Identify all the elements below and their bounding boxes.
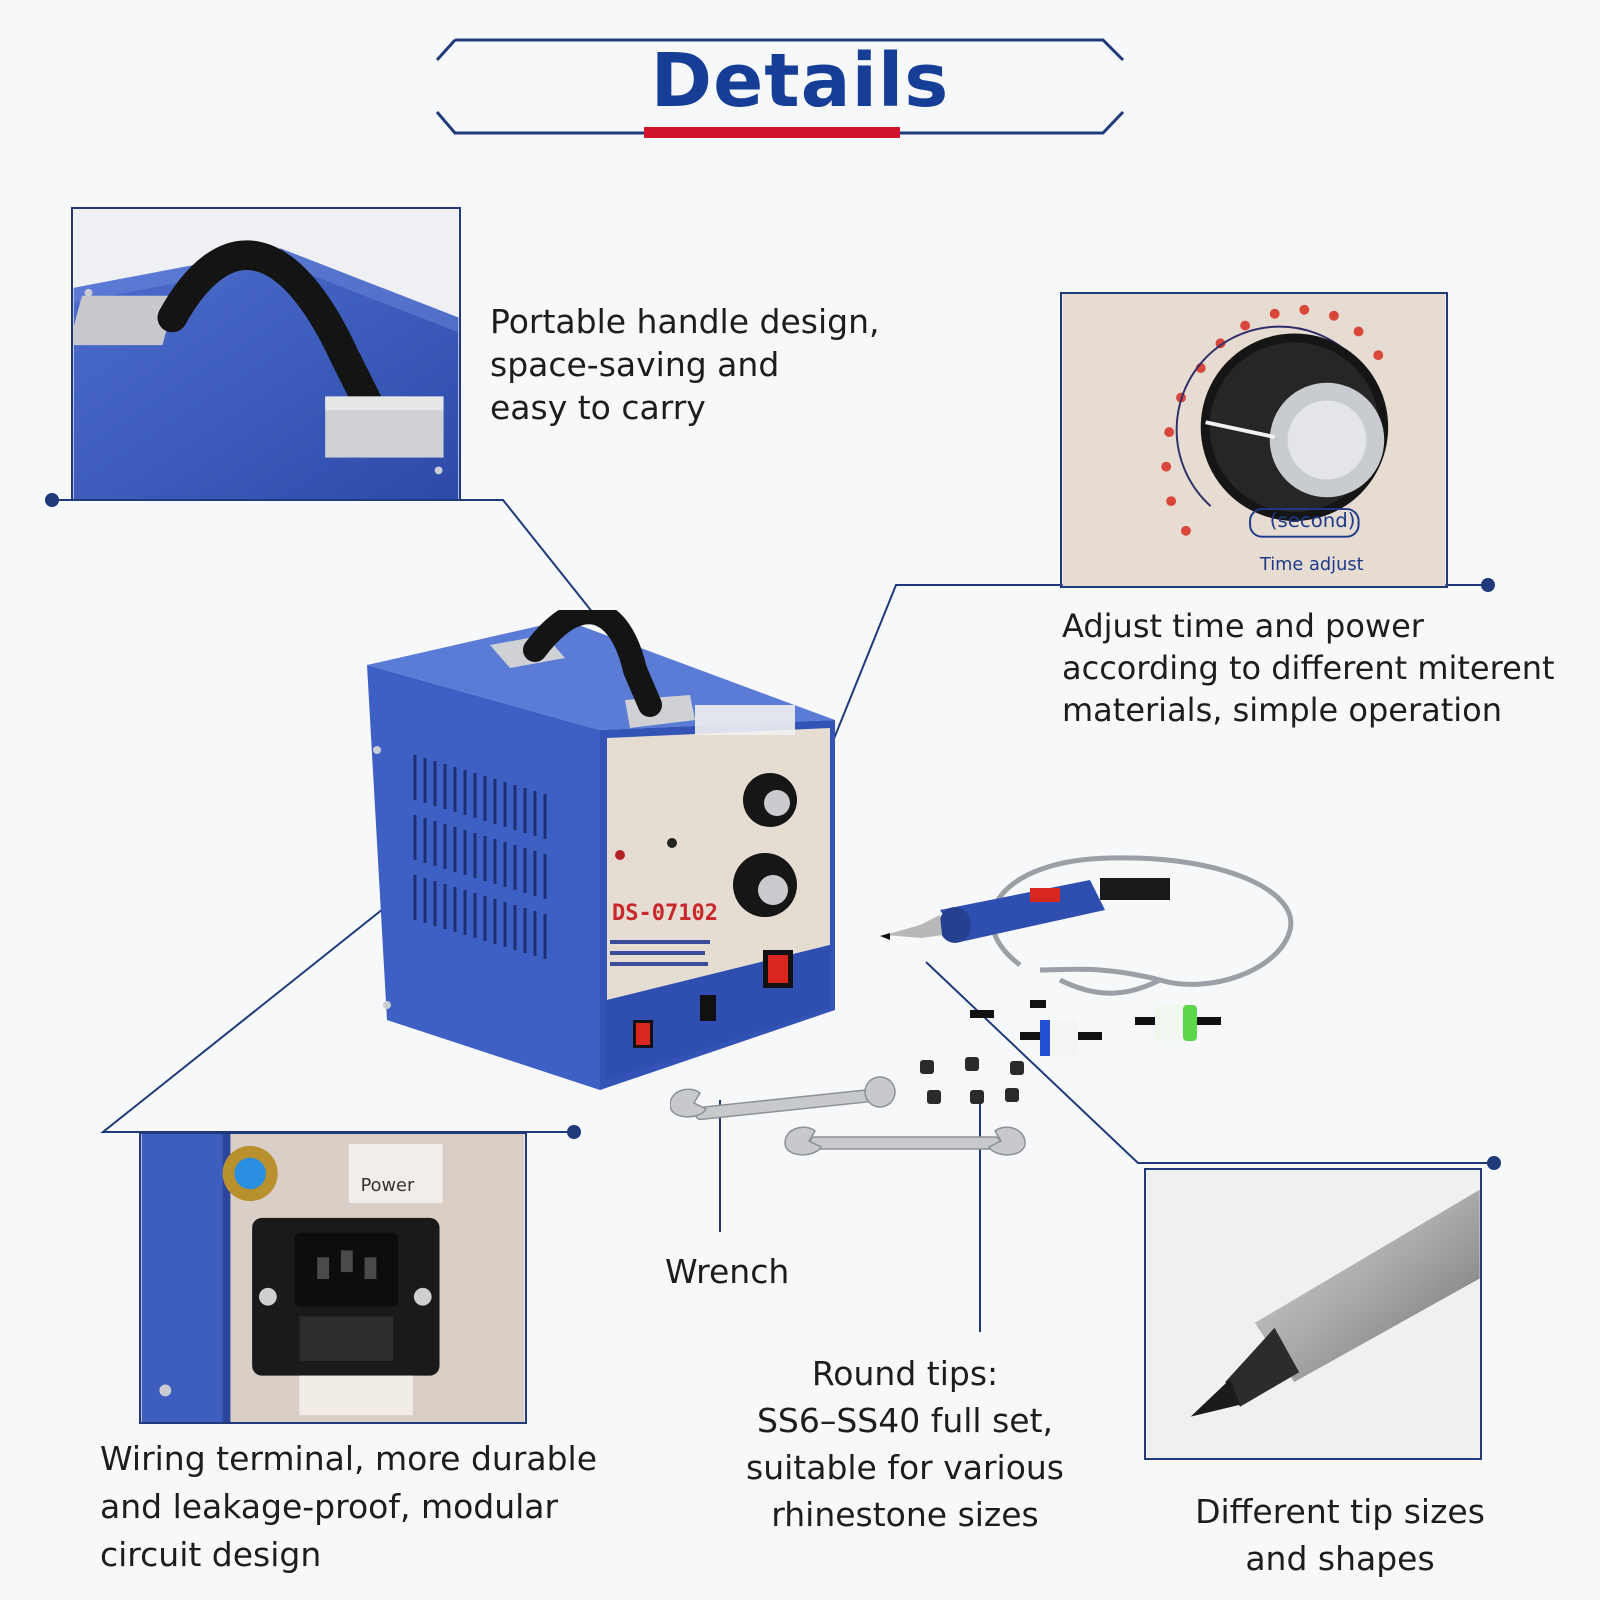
wiring-terminal-closeup-photo: Power: [139, 1132, 527, 1424]
page-title: Details: [650, 38, 950, 124]
handle-closeup-photo: [71, 207, 461, 501]
power-label: Power: [361, 1176, 415, 1196]
callout-handle: Portable handle design, space-saving and…: [490, 302, 880, 427]
round-tips: [920, 1057, 1024, 1104]
wrenches: [670, 1076, 1026, 1156]
tip-closeup-photo: [1144, 1168, 1482, 1460]
callout-time-power: Adjust time and power according to diffe…: [1062, 607, 1555, 729]
model-label: DS-07102: [612, 901, 718, 926]
callout-wiring: Wiring terminal, more durable and leakag…: [100, 1439, 598, 1574]
dial-unit-label: (second): [1270, 509, 1356, 532]
callout-wrench: Wrench: [665, 1252, 790, 1291]
rhinestone-setter-machine: DS-07102: [367, 610, 835, 1090]
callout-tip-sizes: Different tip sizes and shapes: [1195, 1492, 1485, 1578]
dial-caption: Time adjust: [1259, 555, 1364, 575]
time-dial-closeup-photo: (second) Time adjust: [1060, 292, 1448, 588]
callout-round-tips: Round tips: SS6–SS40 full set, suitable …: [746, 1354, 1064, 1534]
header-frame: [435, 38, 1125, 138]
handpiece-with-hose: [880, 855, 1294, 1056]
